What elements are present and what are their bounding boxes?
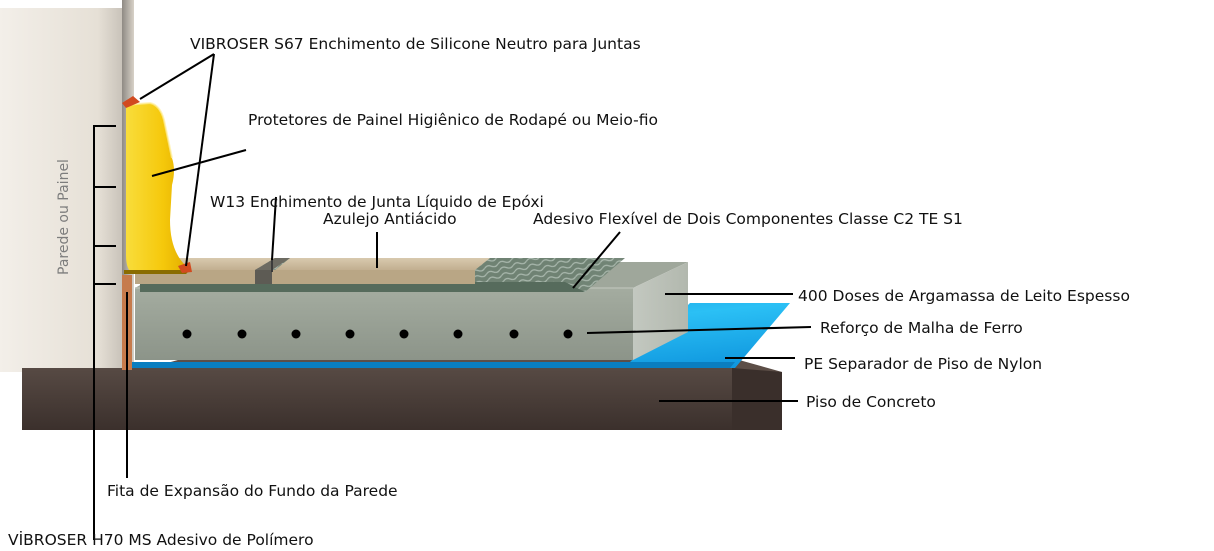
mesh-dot <box>563 329 573 339</box>
leader-lines <box>126 53 812 478</box>
label-tape: Fita de Expansão do Fundo da Parede <box>107 482 398 500</box>
label-concrete: Piso de Concreto <box>806 393 936 411</box>
wall-label: Parede ou Painel <box>56 159 72 275</box>
mesh-dot <box>182 329 192 339</box>
label-epoxy: W13 Enchimento de Junta Líquido de Epóxi <box>210 193 544 211</box>
label-mesh: Reforço de Malha de Ferro <box>820 319 1023 337</box>
mesh-dot <box>345 329 355 339</box>
label-skirting: Protetores de Painel Higiênico de Rodapé… <box>248 111 658 129</box>
label-separator: PE Separador de Piso de Nylon <box>804 355 1042 373</box>
label-adhesive: Adesivo Flexível de Dois Componentes Cla… <box>533 210 963 228</box>
mesh-dot <box>453 329 463 339</box>
label-tile: Azulejo Antiácido <box>323 210 457 228</box>
concrete-slab <box>22 358 782 430</box>
mesh-dot <box>509 329 519 339</box>
silicone-sealant <box>122 96 192 273</box>
mesh-dot <box>237 329 247 339</box>
label-screed: 400 Doses de Argamassa de Leito Espesso <box>798 287 1130 305</box>
mesh-dots <box>182 329 573 339</box>
mesh-dot <box>399 329 409 339</box>
wall-bracket <box>93 125 116 540</box>
label-polymer: VİBROSER H70 MS Adesivo de Polímero <box>8 530 314 549</box>
skirting-protector <box>124 101 190 274</box>
label-silicone: VIBROSER S67 Enchimento de Silicone Neut… <box>190 35 641 53</box>
mesh-dot <box>291 329 301 339</box>
